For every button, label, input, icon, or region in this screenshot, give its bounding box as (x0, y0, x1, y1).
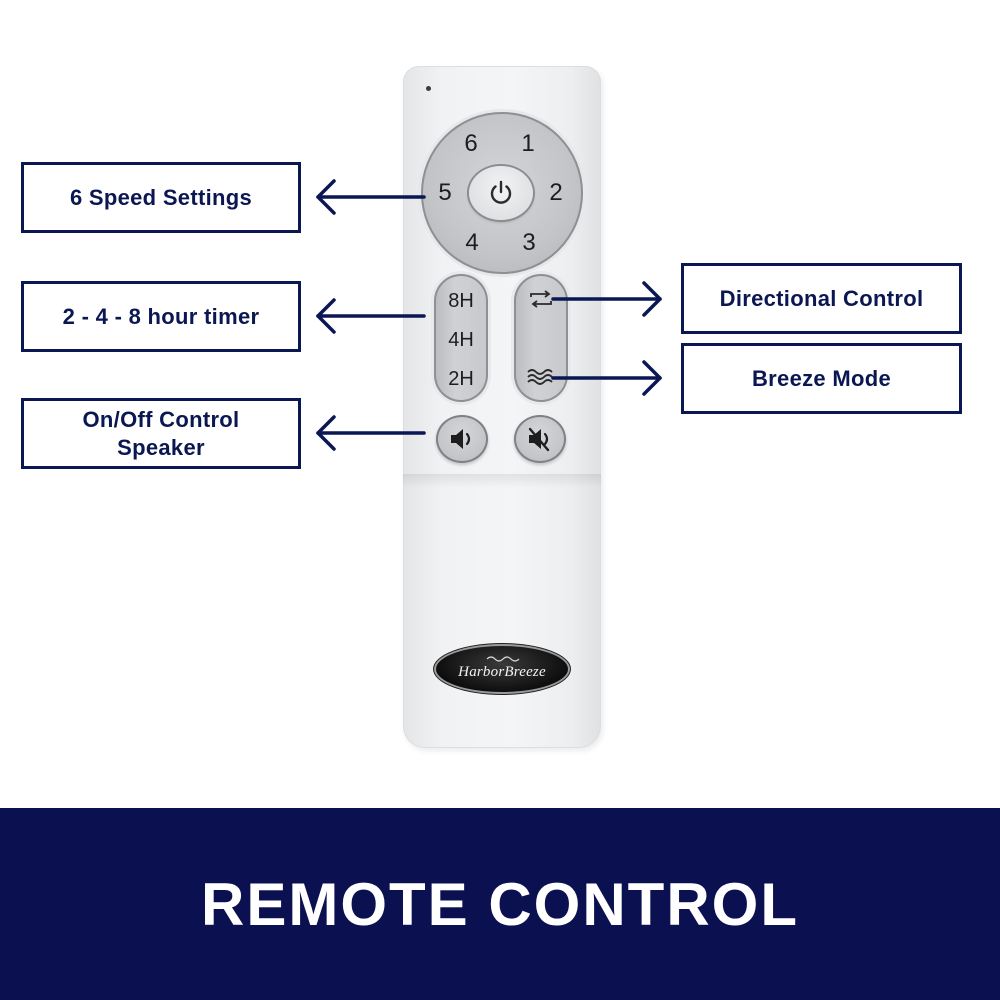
callout-timer-text: 2 - 4 - 8 hour timer (62, 303, 260, 329)
product-diagram: 6 1 5 2 4 3 8H 4H 2H (21, 66, 962, 748)
speaker-off-button[interactable] (514, 415, 566, 463)
speaker-on-button[interactable] (436, 415, 488, 463)
speed-2-label[interactable]: 2 (549, 179, 563, 206)
arrow-breeze (551, 360, 662, 396)
speed-4-label[interactable]: 4 (465, 229, 479, 256)
breeze-waves-icon (527, 369, 553, 385)
function-button-group (514, 274, 568, 402)
speaker-on-icon (451, 429, 471, 449)
direction-button[interactable] (527, 288, 555, 315)
timer-4h-button[interactable]: 4H (448, 329, 474, 351)
harbor-breeze-logo: HarborBreeze (436, 646, 568, 692)
speaker-mute-icon (528, 427, 550, 452)
arrow-speed (316, 179, 426, 215)
breeze-button[interactable] (526, 366, 556, 393)
arrow-timer (316, 298, 426, 334)
arrow-directional (551, 281, 662, 317)
callout-speaker-line1: On/Off Control (82, 406, 240, 432)
arrow-speaker (316, 415, 426, 451)
speed-6-label[interactable]: 6 (464, 130, 478, 157)
power-button[interactable] (469, 166, 533, 220)
callout-timer: 2 - 4 - 8 hour timer (21, 281, 301, 352)
callout-directional-text: Directional Control (719, 285, 924, 311)
callout-speaker-line2: Speaker (117, 434, 205, 460)
callout-speaker: On/Off Control Speaker (21, 398, 301, 469)
callout-speed-text: 6 Speed Settings (69, 184, 253, 210)
logo-wave-icon (486, 656, 520, 662)
speed-5-label[interactable]: 5 (438, 179, 452, 206)
indicator-led (426, 86, 431, 91)
logo-text: HarborBreeze (458, 663, 546, 680)
timer-8h-button[interactable]: 8H (448, 290, 474, 312)
callout-speed-settings: 6 Speed Settings (21, 162, 301, 233)
title-banner: REMOTE CONTROL (0, 808, 1000, 1000)
callout-breeze-text: Breeze Mode (751, 365, 891, 391)
reverse-direction-icon (530, 290, 552, 308)
power-icon (490, 180, 512, 204)
callout-breeze: Breeze Mode (681, 343, 962, 414)
callout-arrows (316, 179, 662, 451)
speed-1-label[interactable]: 1 (521, 130, 535, 157)
banner-title: REMOTE CONTROL (201, 870, 799, 938)
timer-button-group (434, 274, 488, 402)
battery-cover-seam (403, 474, 601, 488)
speed-3-label[interactable]: 3 (522, 229, 536, 256)
callout-directional: Directional Control (681, 263, 962, 334)
timer-2h-button[interactable]: 2H (448, 368, 474, 390)
